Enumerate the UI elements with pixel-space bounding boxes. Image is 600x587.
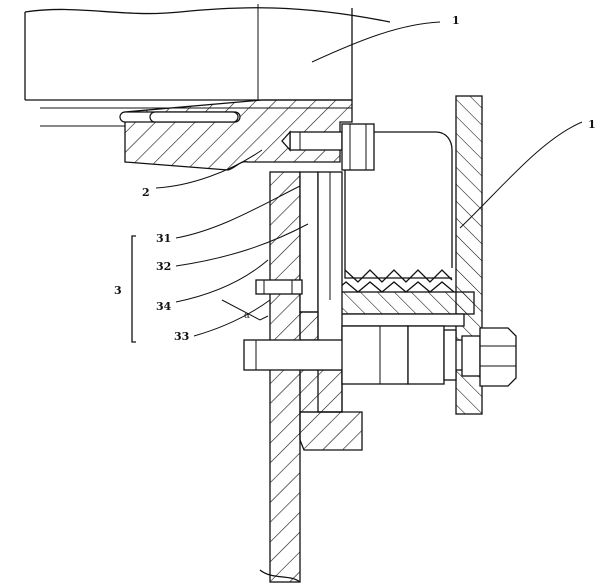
pin-34 [255,279,303,295]
top-screw [281,123,375,171]
leader-lines [155,21,583,337]
label-part-1-top: 1 [452,14,460,27]
mount-bracket-part-2 [40,99,353,171]
label-part-34: 34 [156,300,172,313]
label-part-31: 31 [156,232,171,245]
label-part-1-right: 1 [588,118,596,131]
lower-foot [259,411,363,583]
bolt-assembly [243,325,517,387]
vertical-rails [269,171,343,583]
group-3-bracket [131,235,136,343]
label-angle-alpha: α [244,311,250,321]
label-part-33: 33 [174,330,189,343]
label-part-32: 32 [156,260,171,273]
label-part-3: 3 [114,284,122,297]
top-block-part-1 [24,4,391,109]
label-part-2: 2 [142,186,150,199]
serrated-clamp [333,269,475,327]
